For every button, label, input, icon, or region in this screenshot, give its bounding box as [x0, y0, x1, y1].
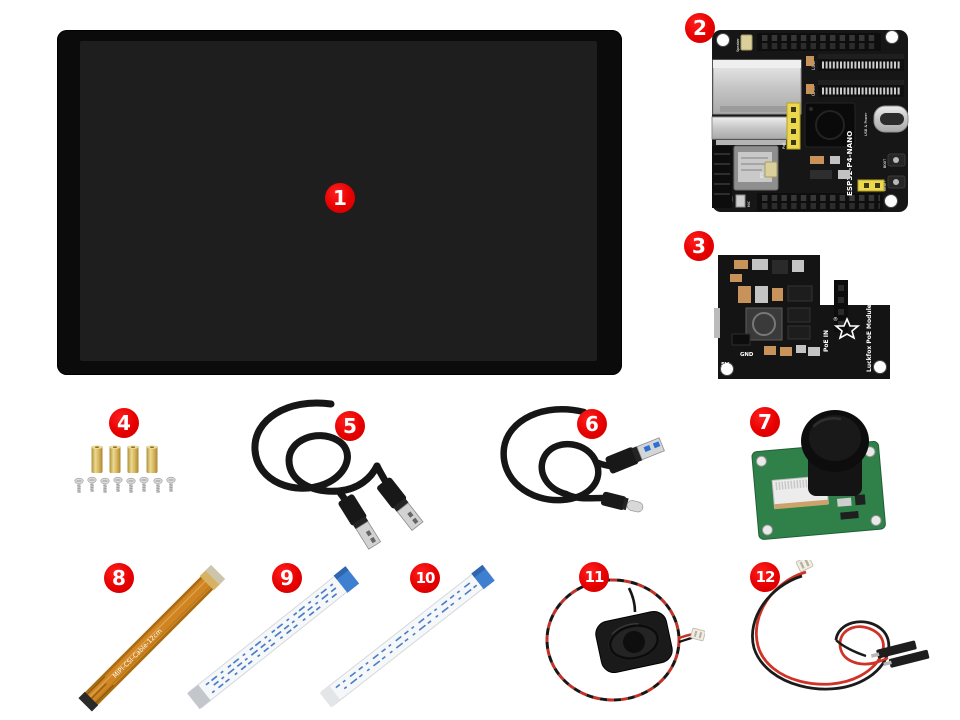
camera-lens	[801, 410, 869, 496]
usb-a-port	[711, 116, 796, 145]
cam-connector	[818, 80, 904, 97]
mic-label: MIC	[747, 200, 751, 207]
board-model-label: ESP32-P4-NANO	[845, 131, 854, 196]
esp32-p4-nano-board: Speaker RTC MIC	[711, 30, 909, 212]
item-badge-11: 11	[579, 562, 609, 592]
white-connector	[795, 560, 814, 572]
ffc-ribbon-cable-2	[319, 564, 495, 708]
power-components	[714, 259, 820, 356]
item-badge-10: 10	[410, 563, 440, 593]
gpio-headers	[757, 33, 883, 211]
usb-a-plug	[336, 492, 383, 550]
mipi-csi-fpc-cable: MIPI-CSI-Cable-12cm	[78, 564, 226, 712]
smd-component	[806, 84, 814, 94]
item-badge-8: 8	[104, 563, 134, 593]
dupont-connectors	[870, 640, 930, 668]
jumper-block	[857, 179, 885, 192]
usb-power-label: USB & Power	[864, 112, 868, 136]
item-badge-1: 1	[325, 183, 355, 213]
mic-component	[735, 194, 746, 208]
item-badge-4: 4	[109, 408, 139, 438]
usb-a-to-usb-c-cable	[500, 405, 665, 513]
smd-component	[838, 170, 850, 179]
wire-loop	[751, 570, 891, 691]
speaker-connector	[690, 627, 705, 642]
usb-a-to-usb-a-cable	[251, 399, 426, 550]
item-badge-9: 9	[272, 563, 302, 593]
brass-standoffs	[91, 445, 158, 473]
ethernet-port	[712, 59, 802, 115]
smd-component	[810, 170, 832, 179]
usb-c-plug	[600, 491, 644, 513]
wifi-module	[712, 145, 779, 208]
speaker	[595, 611, 673, 673]
boot-button	[887, 153, 906, 167]
mounting-hole	[720, 362, 734, 376]
smd-component	[854, 494, 866, 506]
speaker-with-cable	[545, 578, 705, 702]
item-badge-12: 12	[750, 562, 780, 592]
mounting-hole	[873, 360, 887, 374]
ffc-ribbon	[187, 566, 360, 710]
csi-cable-label: MIPI-CSI-Cable-12cm	[111, 627, 164, 680]
item-badge-7: 7	[750, 407, 780, 437]
item-badge-6: 6	[577, 409, 607, 439]
usb-a-plug	[375, 475, 426, 533]
luckfox-poe-module: PoE IN ® Luckfox PoE Module GND 5V	[714, 255, 890, 379]
speaker-connector	[740, 34, 753, 51]
ffc-ribbon	[319, 564, 495, 708]
poe-module-name: Luckfox PoE Module	[866, 304, 873, 372]
pin-header	[834, 280, 848, 332]
gnd-label: GND	[740, 352, 754, 358]
lcd-connector	[818, 54, 904, 71]
rtc-label: RTC	[760, 171, 764, 178]
poe-in-label: PoE IN	[823, 330, 830, 352]
reset-label: RESET	[883, 181, 887, 191]
rtc-connector	[764, 161, 778, 178]
smd-component	[806, 56, 814, 66]
reset-button	[887, 175, 906, 189]
speaker-label: Speaker	[736, 38, 740, 52]
poe-label: PoE	[782, 142, 786, 149]
registered-mark: ®	[833, 316, 838, 323]
ffc-ribbon-cable-1	[187, 566, 360, 710]
smd-component	[840, 511, 859, 520]
power-pins	[731, 333, 751, 346]
mounting-holes	[755, 446, 882, 536]
smd-component	[810, 156, 824, 164]
boot-label: BOOT	[883, 159, 887, 168]
smd-component	[836, 497, 852, 507]
item-badge-5: 5	[335, 411, 365, 441]
poe-header	[786, 102, 801, 150]
5v-label: 5V	[721, 362, 730, 368]
screws	[74, 476, 176, 494]
luckfox-star-logo	[833, 316, 861, 340]
usb-c-port	[873, 105, 909, 133]
usb-a3-plug	[605, 437, 665, 474]
jumper-wires	[751, 560, 930, 691]
camera-module	[751, 410, 886, 540]
standoffs-and-screws	[74, 445, 176, 494]
item-badge-3: 3	[684, 231, 714, 261]
smd-component	[830, 156, 840, 164]
cable-coil	[251, 399, 392, 512]
esp32-p4-chip	[804, 102, 856, 148]
item-badge-2: 2	[685, 13, 715, 43]
